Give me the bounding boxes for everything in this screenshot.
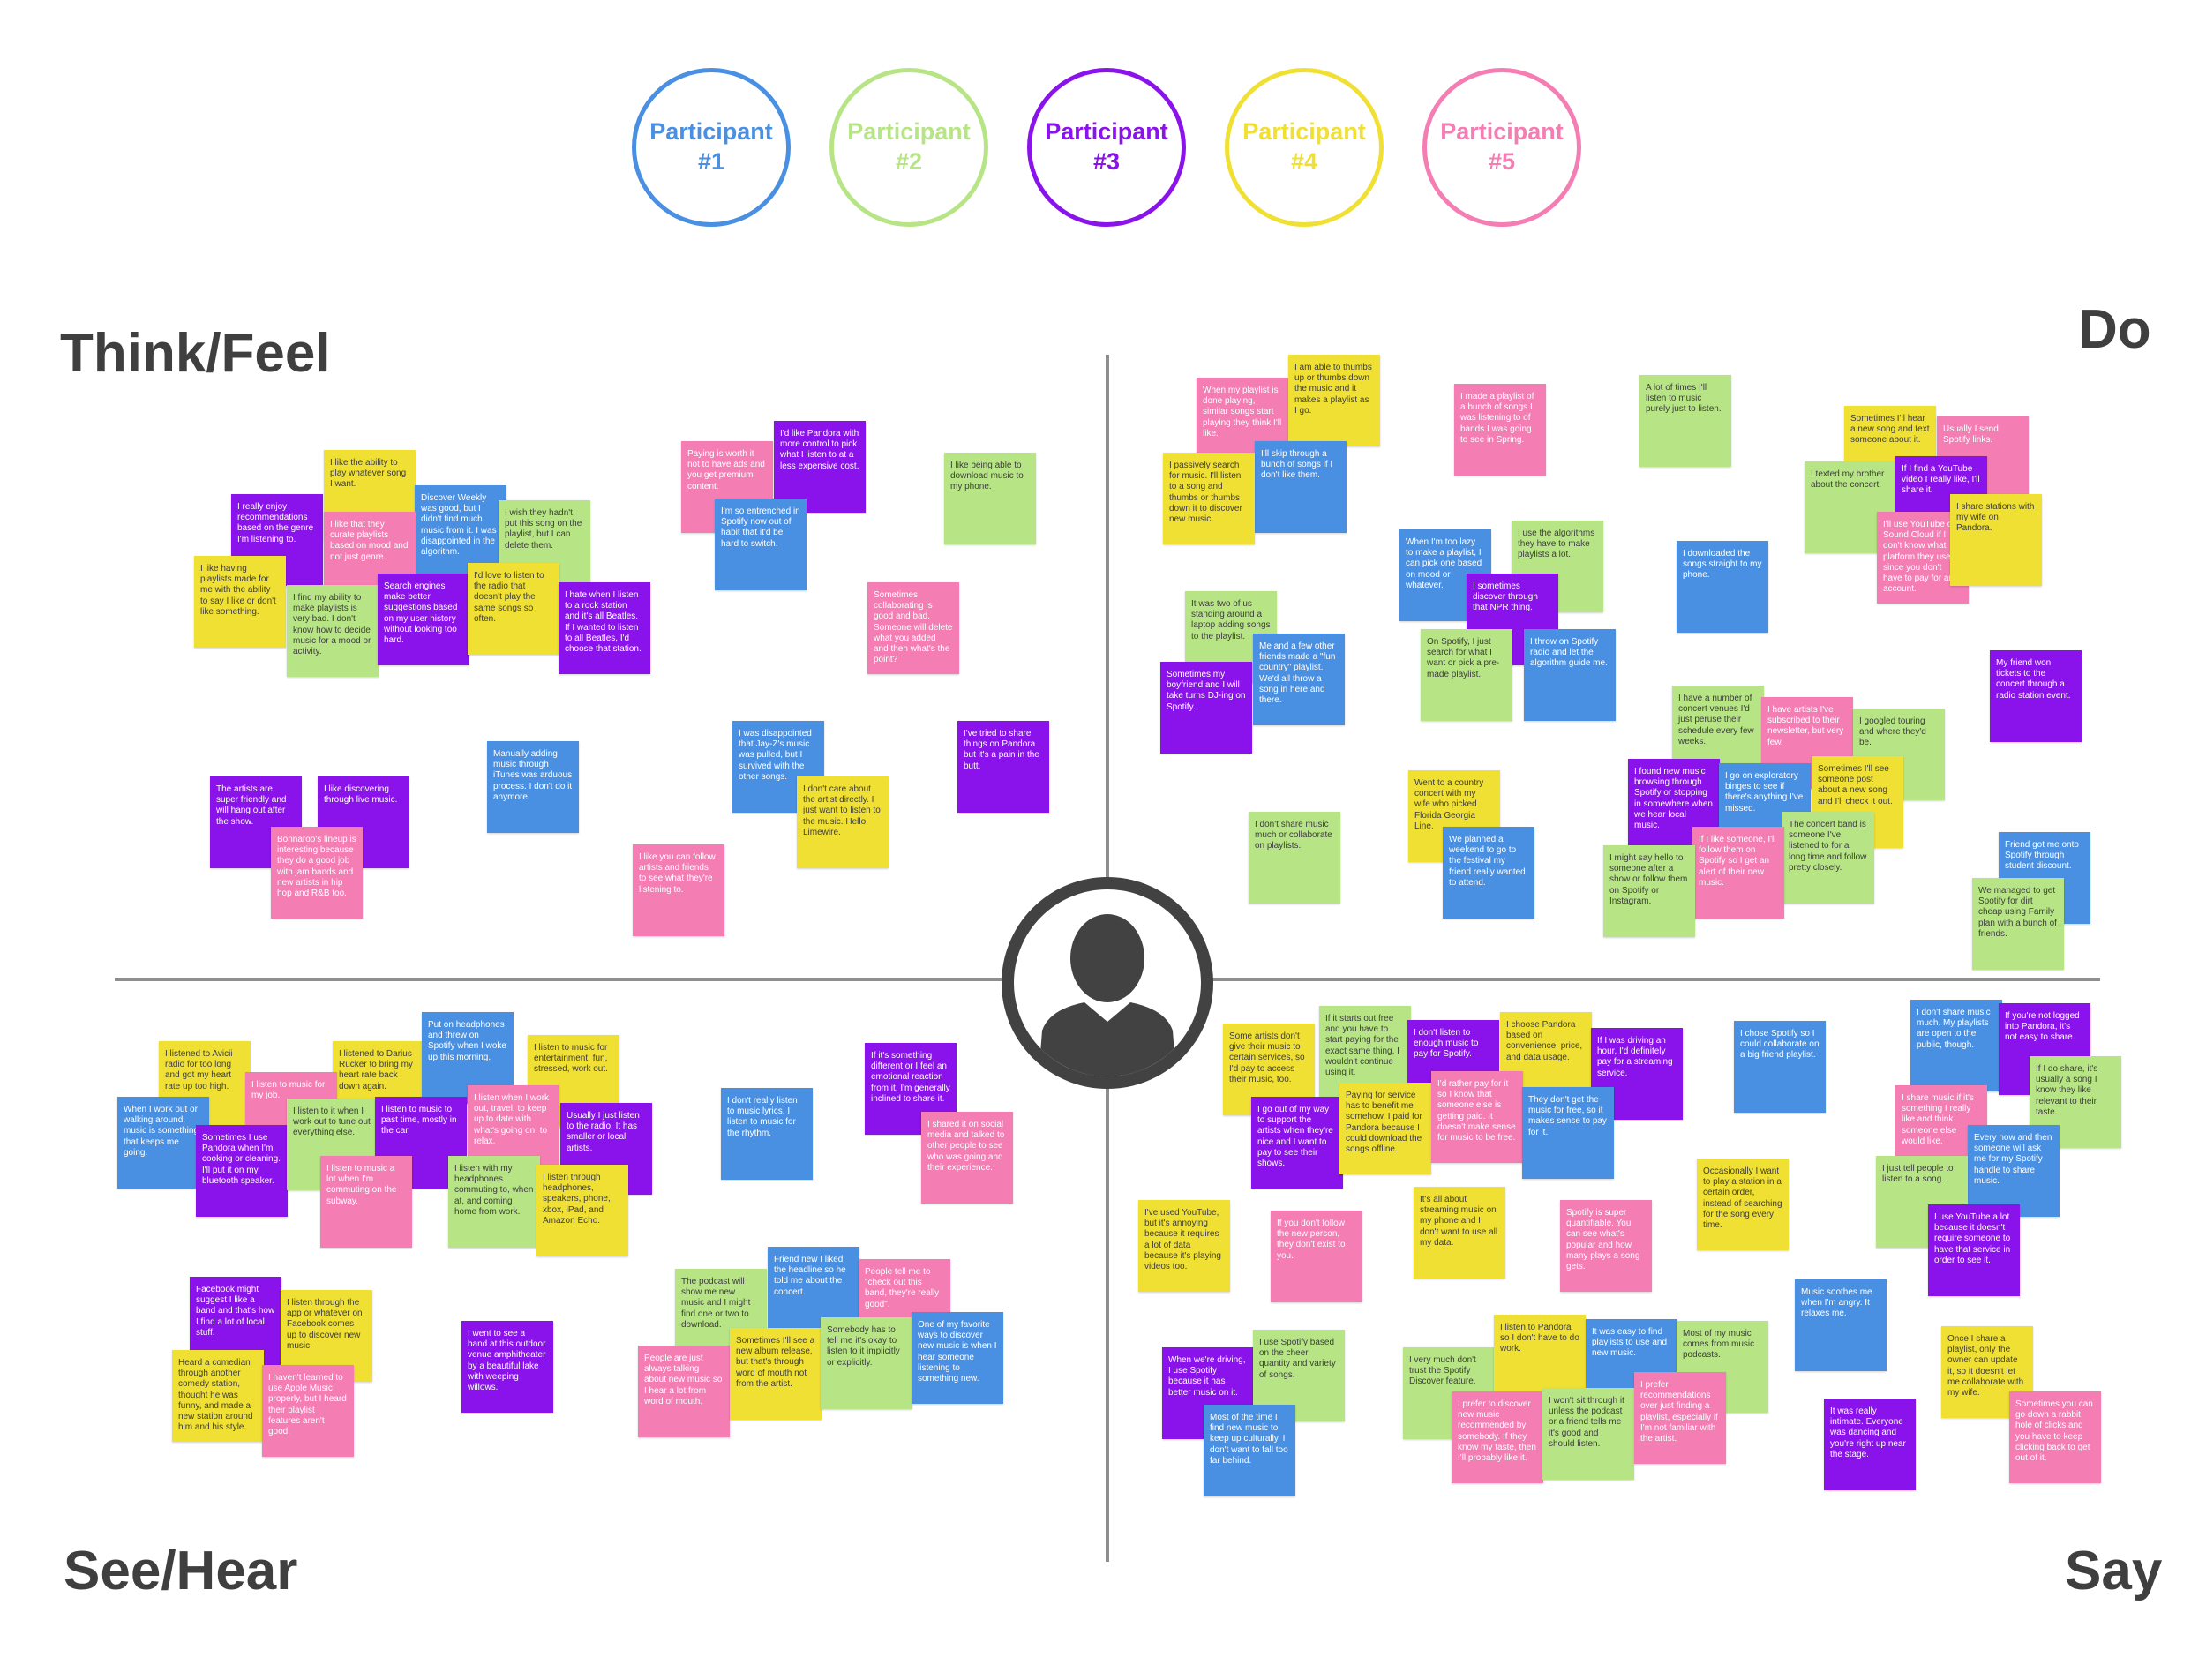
sticky-note: Every now and then someone will ask me f…: [1968, 1125, 2060, 1217]
sticky-note: I might say hello to someone after a sho…: [1603, 845, 1695, 937]
sticky-note: Paying is worth it not to have ads and y…: [681, 441, 773, 533]
participant-5-circle: Participant #5: [1422, 68, 1581, 227]
sticky-note: On Spotify, I just search for what I wan…: [1421, 629, 1512, 721]
sticky-note: I listen through headphones, speakers, p…: [536, 1165, 628, 1256]
sticky-note: Most of the time I find new music to kee…: [1204, 1405, 1295, 1496]
sticky-note: I share stations with my wife on Pandora…: [1950, 494, 2042, 586]
sticky-note: Once I share a playlist, only the owner …: [1941, 1326, 2033, 1418]
sticky-note: Sometimes you can go down a rabbit hole …: [2009, 1391, 2101, 1483]
sticky-note: I'd love to listen to the radio that doe…: [468, 563, 559, 655]
sticky-note: I listen to it when I work out to tune o…: [287, 1099, 379, 1190]
sticky-note: People are just always talking about new…: [638, 1346, 730, 1437]
sticky-note: I throw on Spotify radio and let the alg…: [1524, 629, 1616, 721]
sticky-note: I prefer recommendations over just findi…: [1634, 1372, 1726, 1464]
sticky-note: I'll skip through a bunch of songs if I …: [1255, 441, 1347, 533]
sticky-note: Search engines make better suggestions b…: [378, 574, 469, 665]
sticky-note: It's all about streaming music on my pho…: [1414, 1187, 1505, 1279]
sticky-note: Sometimes I use Pandora when I'm cooking…: [196, 1125, 288, 1217]
sticky-note: I like having playlists made for me with…: [194, 556, 286, 648]
sticky-note: One of my favorite ways to discover new …: [912, 1312, 1003, 1404]
quadrant-label-say: Say: [2065, 1541, 2163, 1601]
participant-2-circle: Participant #2: [829, 68, 988, 227]
sticky-note: Me and a few other friends made a "fun c…: [1253, 634, 1345, 725]
sticky-note: Friend new I liked the headline so he to…: [768, 1247, 859, 1339]
sticky-note: They don't get the music for free, so it…: [1522, 1087, 1614, 1179]
sticky-note: I am able to thumbs up or thumbs down th…: [1288, 355, 1380, 446]
sticky-note: If you're not logged into Pandora, it's …: [1999, 1003, 2090, 1095]
sticky-note: Somebody has to tell me it's okay to lis…: [821, 1317, 912, 1409]
sticky-note: I don't share music much. My playlists a…: [1910, 1000, 2002, 1091]
sticky-note: It was really intimate. Everyone was dan…: [1824, 1399, 1916, 1490]
sticky-note: If it starts out free and you have to st…: [1319, 1006, 1411, 1098]
sticky-note: Manually adding music through iTunes was…: [487, 741, 579, 833]
sticky-note: Sometimes I'll see a new album release, …: [730, 1328, 822, 1420]
sticky-note: I made a playlist of a bunch of songs I …: [1454, 384, 1546, 476]
sticky-note: When I work out or walking around, music…: [117, 1097, 209, 1189]
sticky-note: My friend won tickets to the concert thr…: [1990, 650, 2082, 742]
sticky-note: I've used YouTube, but it's annoying bec…: [1138, 1200, 1230, 1292]
sticky-note: I use Spotify based on the cheer quantit…: [1253, 1330, 1345, 1421]
sticky-note: I don't really listen to music lyrics. I…: [721, 1088, 813, 1180]
sticky-note: I don't share music much or collaborate …: [1249, 812, 1340, 904]
sticky-note: I passively search for music. I'll liste…: [1163, 453, 1255, 544]
person-silhouette-icon: [1039, 914, 1176, 1076]
sticky-note: I've tried to share things on Pandora bu…: [957, 721, 1049, 813]
sticky-note: I went to see a band at this outdoor ven…: [461, 1321, 553, 1413]
sticky-note: Spotify is super quantifiable. You can s…: [1560, 1200, 1652, 1292]
sticky-note: If you don't follow the new person, they…: [1271, 1211, 1362, 1302]
sticky-note: Paying for service has to benefit me som…: [1339, 1083, 1431, 1174]
sticky-note: I chose Spotify so I could collaborate o…: [1734, 1021, 1826, 1113]
sticky-note: I'd rather pay for it so I know that som…: [1431, 1071, 1523, 1163]
participant-1-circle: Participant #1: [632, 68, 791, 227]
sticky-note: Heard a comedian through another comedy …: [172, 1350, 264, 1442]
sticky-note: I'm so entrenched in Spotify now out of …: [715, 499, 807, 590]
sticky-note: We managed to get Spotify for dirt cheap…: [1972, 878, 2064, 970]
sticky-note: I prefer to discover new music recommend…: [1452, 1391, 1543, 1483]
participant-3-circle: Participant #3: [1027, 68, 1186, 227]
sticky-note: I listen to music a lot when I'm commuti…: [320, 1156, 412, 1248]
sticky-note: Sometimes my boyfriend and I will take t…: [1160, 662, 1252, 754]
sticky-note: I use YouTube a lot because it doesn't r…: [1928, 1204, 2020, 1296]
participant-4-circle: Participant #4: [1225, 68, 1384, 227]
sticky-note: I downloaded the songs straight to my ph…: [1677, 541, 1768, 633]
quadrant-label-do: Do: [2078, 299, 2151, 360]
sticky-note: I listen with my headphones commuting to…: [448, 1156, 540, 1248]
sticky-note: We planned a weekend to go to the festiv…: [1443, 827, 1534, 919]
sticky-note: I won't sit through it unless the podcas…: [1542, 1388, 1634, 1480]
sticky-note: I go out of my way to support the artist…: [1251, 1097, 1343, 1189]
sticky-note: Occasionally I want to play a station in…: [1697, 1159, 1789, 1250]
sticky-note: I'd like Pandora with more control to pi…: [774, 421, 866, 513]
sticky-note: Bonnaroo's lineup is interesting because…: [271, 827, 363, 919]
sticky-note: If I like someone, I'll follow them on S…: [1692, 827, 1784, 919]
quadrant-label-think-feel: Think/Feel: [60, 323, 331, 384]
sticky-note: I shared it on social media and talked t…: [921, 1112, 1013, 1204]
sticky-note: Discover Weekly was good, but I didn't f…: [415, 485, 506, 577]
sticky-note: I haven't learned to use Apple Music pro…: [262, 1365, 354, 1457]
sticky-note: I like being able to download music to m…: [944, 453, 1036, 544]
quadrant-label-see-hear: See/Hear: [64, 1541, 298, 1601]
sticky-note: A lot of times I'll listen to music pure…: [1639, 375, 1731, 467]
user-avatar-icon: [1002, 877, 1213, 1089]
sticky-note: Sometimes collaborating is good and bad.…: [867, 582, 959, 674]
sticky-note: I like you can follow artists and friend…: [633, 844, 724, 936]
sticky-note: I find my ability to make playlists is v…: [287, 585, 379, 677]
sticky-note: I don't care about the artist directly. …: [797, 776, 889, 868]
sticky-note: I hate when I listen to a rock station a…: [559, 582, 650, 674]
sticky-note: The concert band is someone I've listene…: [1782, 812, 1874, 904]
sticky-note: Music soothes me when I'm angry. It rela…: [1795, 1279, 1887, 1371]
